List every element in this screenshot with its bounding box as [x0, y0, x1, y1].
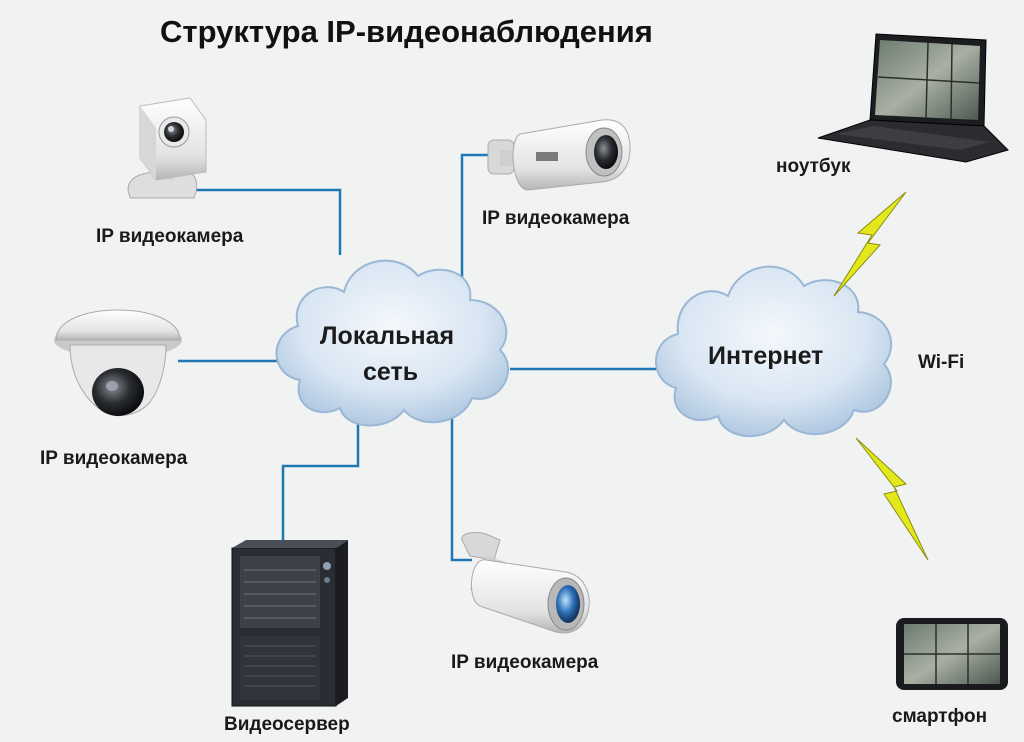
bolt-to-smartphone [855, 437, 929, 561]
laptop-icon [817, 33, 1009, 163]
label-smartphone: смартфон [892, 706, 988, 727]
diagram-title: Структура IP-видеонаблюдения [160, 14, 653, 49]
label-camera-top-left: IP видеокамера [96, 226, 244, 247]
bullet-camera-icon [487, 119, 631, 191]
smartphone-icon [896, 618, 1008, 690]
label-laptop: ноутбук [776, 156, 851, 177]
cube-camera-icon [127, 97, 207, 199]
bolt-to-laptop [833, 191, 907, 297]
link-camera-bottom-center [450, 418, 472, 562]
label-local-network-line1: Локальная [320, 322, 455, 350]
dome-camera-icon [54, 309, 182, 417]
wifi-bolts [833, 191, 929, 561]
server-tower-icon [231, 540, 348, 707]
local-network-cloud [275, 259, 510, 427]
link-camera-top-center [460, 153, 488, 300]
link-video-server [281, 418, 360, 545]
label-video-server: Видеосервер [224, 714, 350, 735]
link-camera-top-left [188, 188, 342, 255]
bullet-camera-blue-icon [461, 531, 590, 634]
label-camera-mid-left: IP видеокамера [40, 448, 188, 469]
label-camera-bottom-center: IP видеокамера [451, 652, 599, 673]
label-camera-top-center: IP видеокамера [482, 208, 630, 229]
network-links [178, 153, 662, 562]
label-wifi: Wi-Fi [918, 352, 965, 373]
label-internet: Интернет [708, 342, 824, 370]
label-local-network-line2: сеть [363, 358, 419, 386]
internet-cloud [655, 265, 893, 437]
